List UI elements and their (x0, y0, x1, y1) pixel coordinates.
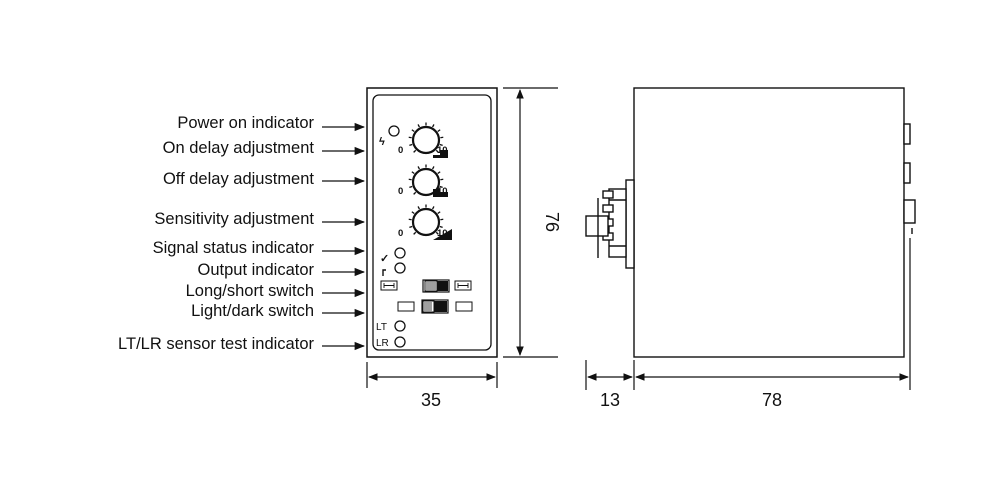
side-view (586, 88, 915, 357)
knob-stub (904, 200, 915, 223)
callout-labels: Power on indicator On delay adjustment O… (118, 114, 314, 353)
signal-status-indicator-led (395, 248, 405, 258)
lr-label: LR (376, 338, 389, 349)
knob-stub (904, 163, 910, 183)
light-dark-slider[interactable] (434, 301, 447, 312)
callout-arrows (322, 127, 364, 346)
power-symbol-icon: ϟ (379, 136, 385, 148)
dial-tick (409, 226, 412, 227)
body-depth-value: 78 (762, 390, 782, 410)
dial-tick (409, 144, 412, 145)
dark-icon (456, 302, 472, 311)
output-indicator-led (395, 263, 405, 273)
connector-pins (586, 180, 634, 268)
label-on-delay-adjustment: On delay adjustment (163, 139, 315, 157)
pin-depth-value: 13 (600, 390, 620, 410)
label-off-delay-adjustment: Off delay adjustment (163, 170, 314, 188)
side-body (634, 88, 904, 357)
label-sensitivity-adjustment: Sensitivity adjustment (154, 210, 314, 228)
lr-indicator-led (395, 337, 405, 347)
label-light-dark-switch: Light/dark switch (191, 302, 314, 320)
front-width-value: 35 (421, 390, 441, 410)
lt-label: LT (376, 322, 387, 333)
dial-min-label: 0 (398, 145, 403, 156)
dial-min-label: 0 (398, 186, 403, 197)
long-short-switch[interactable] (381, 280, 471, 292)
label-output-indicator: Output indicator (198, 261, 315, 279)
front-height-value: 76 (542, 212, 562, 232)
light-dark-switch[interactable] (398, 300, 472, 313)
front-width-dimension (367, 362, 497, 388)
label-lt-lr-sensor-test-indicator: LT/LR sensor test indicator (118, 335, 314, 353)
lt-indicator-led (395, 321, 405, 331)
signal-status-icon: ✓ (380, 253, 389, 265)
label-signal-status-indicator: Signal status indicator (153, 239, 315, 257)
dial-min-label: 0 (398, 228, 403, 239)
dial-tick (409, 186, 412, 187)
knob-stub (904, 124, 910, 144)
label-long-short-switch: Long/short switch (186, 282, 314, 300)
light-icon (398, 302, 414, 311)
label-power-on-indicator: Power on indicator (177, 114, 314, 132)
front-view: ϟ 0 10 0 10 0 10 ✓ (367, 88, 497, 357)
power-on-indicator-led (389, 126, 399, 136)
